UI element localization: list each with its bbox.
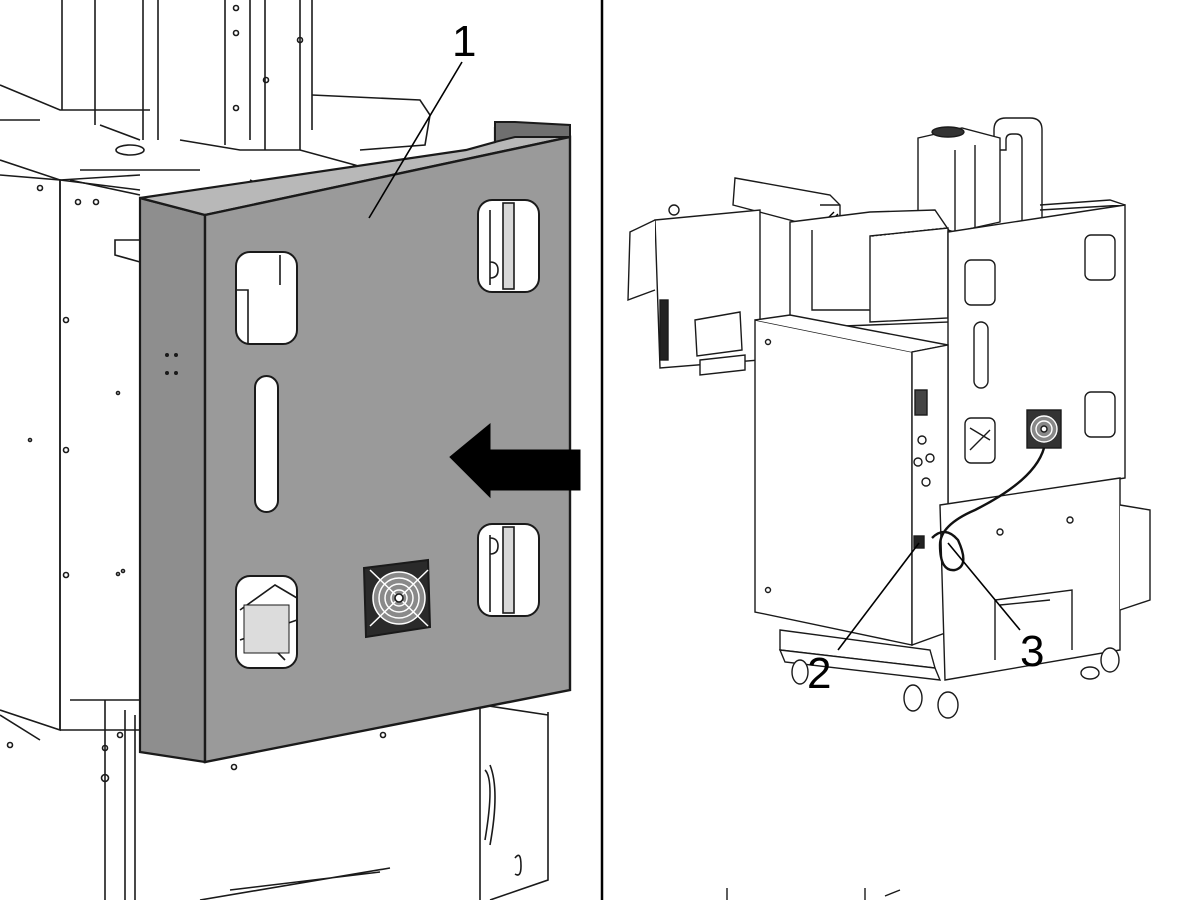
left-view [0, 0, 581, 900]
right-view [627, 117, 1151, 900]
callout-2-label: 2 [807, 649, 831, 698]
callout-3-leader [947, 542, 1021, 631]
machine-body [0, 174, 549, 900]
top-housing [917, 117, 1043, 233]
panel-window-upper-left [235, 251, 298, 345]
control-pendant [627, 204, 761, 376]
side-cover-panel [138, 121, 572, 764]
panel-window-lower-right [477, 523, 540, 617]
panel-window-lower-left [235, 575, 298, 669]
callout-1-leader [368, 61, 463, 219]
caster-base [778, 629, 1120, 719]
fan-icon [1026, 409, 1062, 449]
panel-slot [254, 375, 279, 513]
upper-frame [789, 204, 1126, 329]
base-cabinet [939, 477, 1151, 681]
side-panel-installed [947, 199, 1126, 506]
fan-icon [362, 558, 432, 639]
callout-3-label: 3 [1020, 627, 1044, 676]
electrical-cabinet [754, 314, 949, 646]
callout-2-leader [837, 542, 920, 651]
fan-cable [913, 447, 1046, 572]
panel-window-upper-right [477, 199, 540, 293]
arrow-left-icon [449, 422, 581, 499]
callout-1-label: 1 [452, 17, 476, 66]
